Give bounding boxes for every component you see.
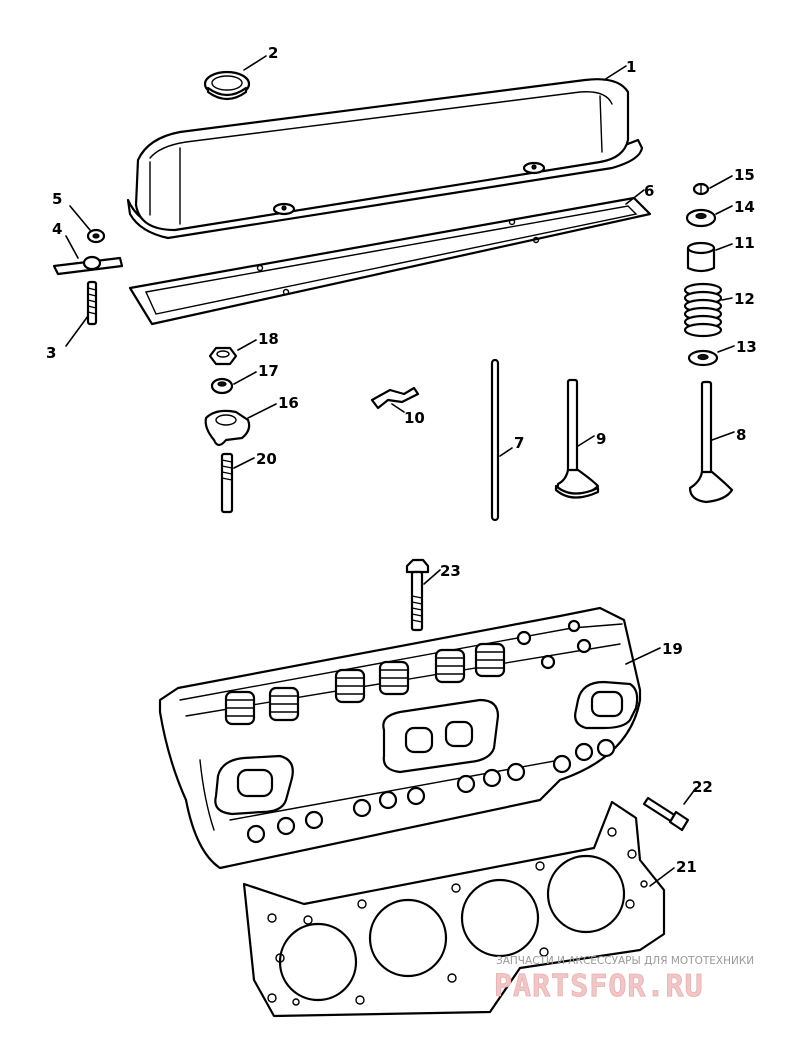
callout-2: 2 [268, 44, 278, 62]
cover-gasket [128, 196, 652, 326]
callout-21: 21 [676, 858, 697, 876]
callout-11: 11 [734, 234, 755, 252]
leader-lines [65, 55, 735, 887]
callout-13: 13 [736, 338, 757, 356]
shim-13 [687, 349, 719, 367]
watermark-brand: PARTSFOR.RU [494, 969, 704, 1004]
valve-key-15 [692, 182, 710, 196]
callout-22: 22 [692, 778, 713, 796]
valve-8 [688, 380, 734, 504]
callout-7: 7 [514, 434, 524, 452]
ball-17 [210, 377, 234, 395]
head-gasket-21 [242, 800, 666, 1018]
head-bolt-23 [405, 558, 430, 632]
retaining-bracket-4 [52, 255, 124, 276]
callout-14: 14 [734, 198, 755, 216]
callout-17: 17 [258, 362, 279, 380]
guide-plate-10 [370, 386, 420, 410]
rocker-arm-16 [204, 409, 251, 447]
valve-spring-12 [683, 282, 723, 338]
callout-4: 4 [52, 220, 62, 238]
spring-cap-14 [685, 208, 717, 228]
rocker-stud-20 [220, 452, 234, 514]
oil-shield-11 [686, 241, 716, 273]
watermark: ЗАПЧАСТИ И АКСЕССУАРЫ ДЛЯ МОТОТЕХНИКИ PA… [494, 955, 755, 1004]
stud-3 [86, 280, 98, 326]
callout-6: 6 [644, 182, 654, 200]
callout-12: 12 [734, 290, 755, 308]
callout-16: 16 [278, 394, 299, 412]
callout-labels: 1 2 3 4 5 6 7 8 9 10 11 12 13 14 15 16 1… [46, 44, 757, 876]
nut-18 [208, 346, 238, 366]
callout-9: 9 [596, 430, 606, 448]
head-springs [224, 642, 506, 726]
bolt-22 [642, 796, 690, 832]
callout-10: 10 [404, 409, 425, 427]
callout-20: 20 [256, 450, 277, 468]
callout-23: 23 [440, 562, 461, 580]
callout-8: 8 [736, 426, 746, 444]
push-rod-7 [490, 358, 500, 522]
watermark-tagline: ЗАПЧАСТИ И АКСЕССУАРЫ ДЛЯ МОТОТЕХНИКИ [496, 955, 754, 967]
valve-9 [554, 378, 600, 499]
nut-5 [86, 228, 106, 244]
callout-15: 15 [734, 166, 755, 184]
cylinder-head-19 [158, 606, 642, 870]
callout-18: 18 [258, 330, 279, 348]
callout-5: 5 [52, 190, 62, 208]
rocker-cover [126, 78, 644, 240]
callout-3: 3 [46, 344, 56, 362]
callout-1: 1 [626, 58, 636, 76]
callout-19: 19 [662, 640, 683, 658]
oil-filler-cap [203, 70, 251, 101]
